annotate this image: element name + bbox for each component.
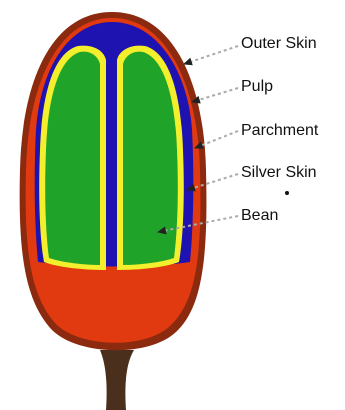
label-outer-skin: Outer Skin (241, 36, 317, 52)
leader-outer-skin (184, 46, 238, 64)
label-bean: Bean (241, 208, 278, 224)
leader-pulp (192, 88, 238, 102)
stray-dot (285, 191, 289, 195)
label-parchment: Parchment (241, 123, 318, 139)
label-pulp: Pulp (241, 79, 273, 95)
stem (100, 350, 134, 410)
label-silver-skin: Silver Skin (241, 165, 317, 181)
